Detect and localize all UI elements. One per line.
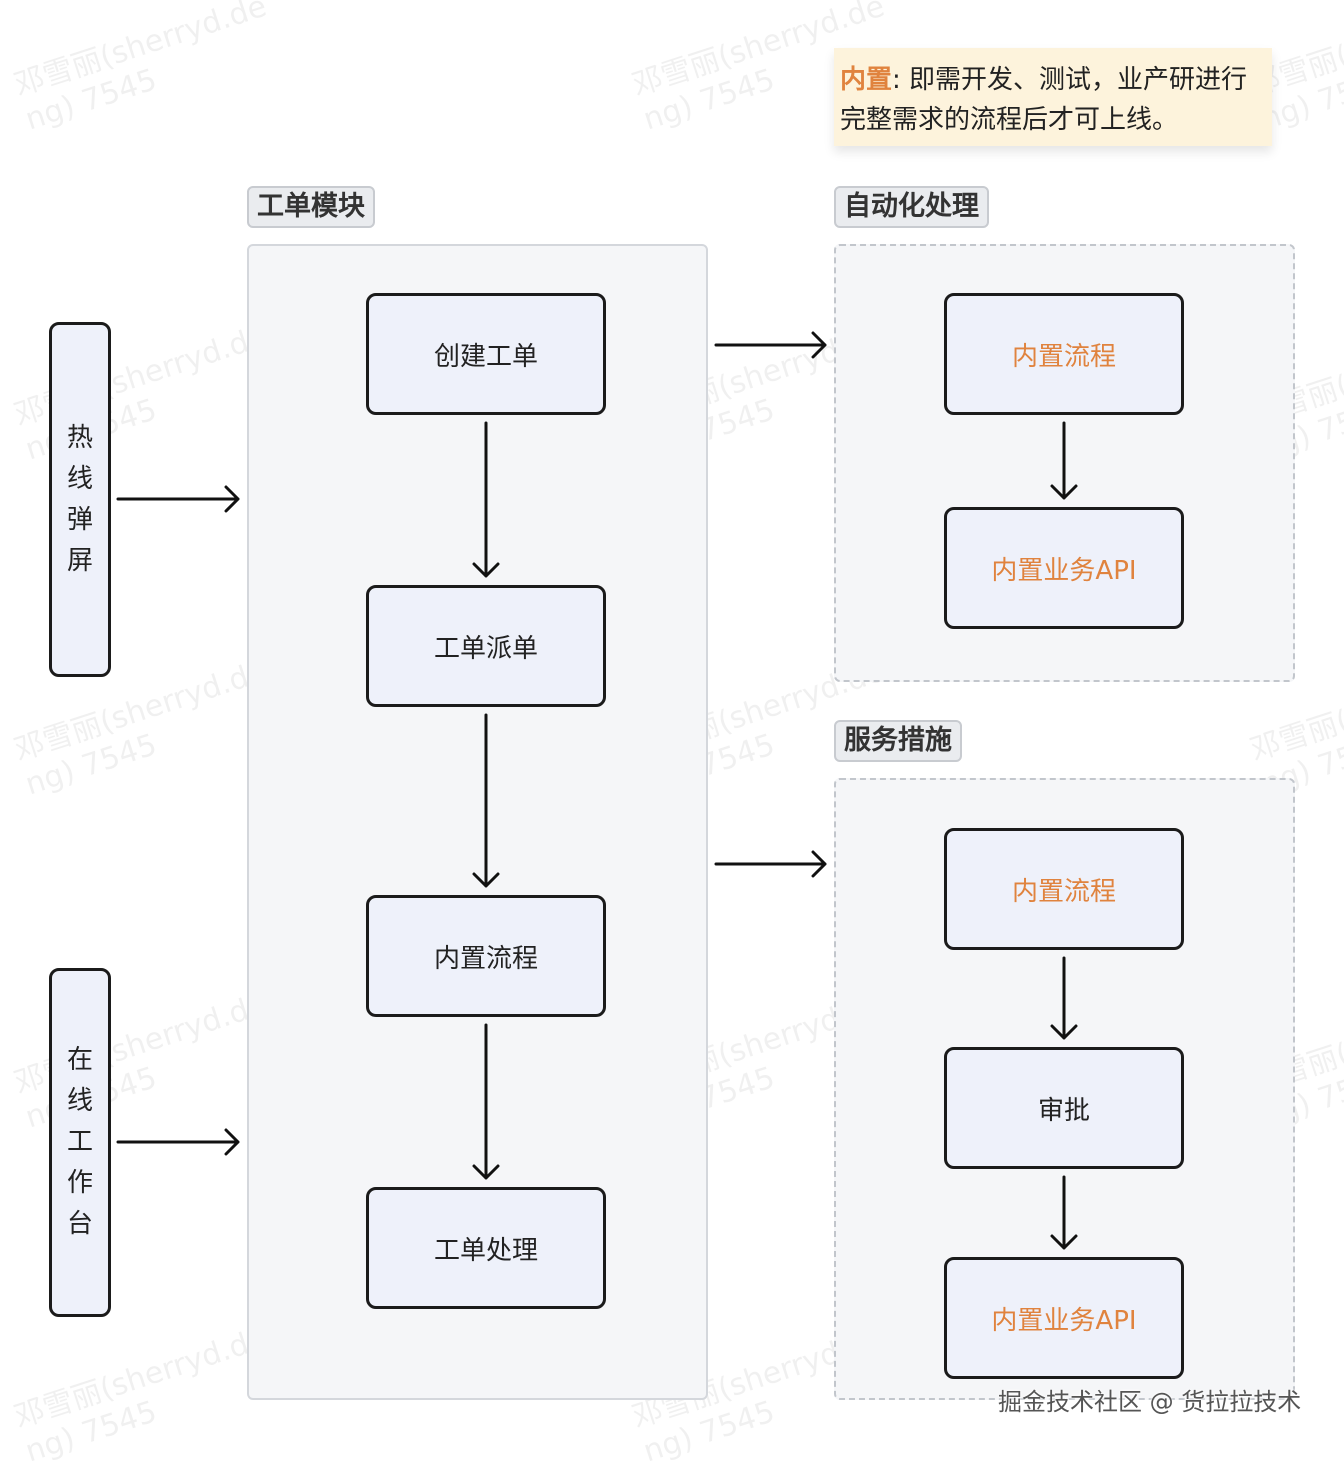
workbench-char: 在: [66, 1045, 93, 1075]
workbench-char: 线: [66, 1086, 93, 1116]
arrow-auto-flow-to-api: [1050, 421, 1078, 500]
footer-credit: 掘金技术社区 @ 货拉拉技术: [998, 1388, 1302, 1416]
hotline-popup-node: 热 线 弹 屏: [49, 322, 111, 677]
service-builtin-flow-node: 内置流程: [944, 828, 1184, 950]
arrow-workbench-to-module: [116, 1128, 240, 1156]
online-workbench-node: 在 线 工 作 台: [49, 968, 111, 1317]
auto-builtin-flow-node: 内置流程: [944, 293, 1184, 415]
hotline-char: 线: [66, 463, 93, 494]
auto-builtin-api-node: 内置业务API: [944, 507, 1184, 629]
arrow-service-flow-to-approval: [1050, 956, 1078, 1040]
workbench-char: 工: [66, 1127, 93, 1157]
sticky-note: 内置: 即需开发、测试，业产研进行完整需求的流程后才可上线。: [834, 48, 1272, 146]
builtin-flow-node: 内置流程: [366, 895, 606, 1017]
hotline-char: 屏: [66, 545, 93, 576]
service-label: 服务措施: [834, 720, 962, 762]
process-ticket-node: 工单处理: [366, 1187, 606, 1309]
ticket-module-label: 工单模块: [247, 186, 375, 228]
note-highlight: 内置: [840, 65, 893, 95]
arrow-module-to-automation: [714, 331, 827, 359]
service-builtin-api-node: 内置业务API: [944, 1257, 1184, 1379]
automation-label: 自动化处理: [834, 186, 989, 228]
dispatch-ticket-node: 工单派单: [366, 585, 606, 707]
arrow-flow-to-process: [472, 1023, 500, 1180]
arrow-create-to-dispatch: [472, 421, 500, 578]
arrow-module-to-service: [714, 850, 827, 878]
arrow-hotline-to-module: [116, 485, 240, 513]
approval-node: 审批: [944, 1047, 1184, 1169]
hotline-char: 弹: [66, 504, 93, 535]
note-text: : 即需开发、测试，业产研进行完整需求的流程后才可上线。: [840, 65, 1248, 135]
workbench-char: 台: [66, 1209, 93, 1239]
hotline-char: 热: [66, 422, 93, 453]
arrow-approval-to-api: [1050, 1175, 1078, 1250]
workbench-char: 作: [66, 1168, 93, 1198]
arrow-dispatch-to-flow: [472, 713, 500, 888]
create-ticket-node: 创建工单: [366, 293, 606, 415]
